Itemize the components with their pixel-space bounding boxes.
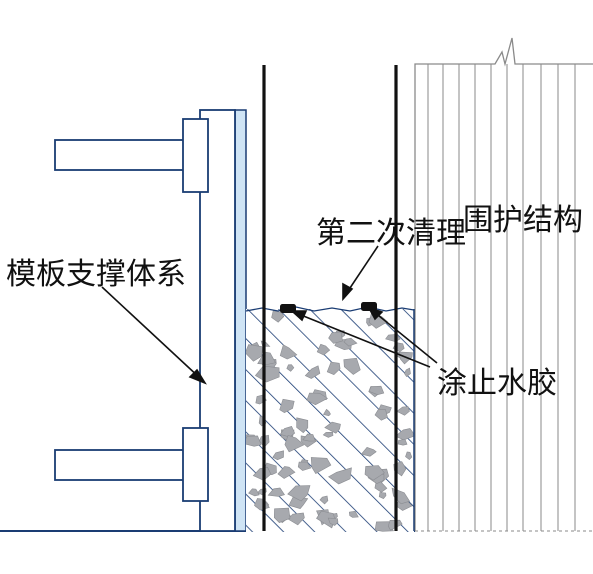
arrow-second-clean [345, 245, 379, 295]
aggregate-stone [287, 485, 311, 502]
retaining-wall-lines [427, 64, 576, 531]
aggregate-stone [343, 337, 358, 347]
aggregate-stone [360, 446, 377, 457]
aggregate-stone [323, 408, 331, 417]
aggregate-stone [271, 310, 285, 323]
aggregate-stone [273, 507, 291, 524]
aggregate-stone [397, 438, 408, 446]
aggregate-stone [284, 435, 305, 453]
aggregate-stone [374, 408, 388, 421]
arrow-glue-left [295, 312, 431, 368]
aggregate-stone [279, 344, 298, 360]
concrete-top-surface [245, 306, 415, 312]
aggregate-stone [319, 495, 329, 505]
aggregate-stone [267, 487, 285, 497]
aggregate-stone [246, 435, 262, 447]
aggregate-stone [324, 421, 341, 434]
aggregate-stone [302, 433, 316, 442]
formwork-waterproof-layer [234, 109, 247, 532]
aggregate-stone [343, 357, 361, 375]
aggregate-stone [322, 431, 334, 438]
aggregate-stone [328, 331, 343, 344]
aggregate-stone [316, 343, 331, 356]
aggregate-stone [394, 428, 414, 441]
aggregate-stone [306, 392, 329, 406]
aggregate-stone [405, 451, 413, 461]
aggregate-stone [404, 367, 411, 378]
leader-arrows [101, 245, 438, 385]
concrete-body [245, 306, 415, 532]
support-strut-top [54, 139, 191, 171]
concrete-aggregate [246, 310, 414, 532]
aggregate-stone [296, 417, 309, 434]
aggregate-stone [310, 457, 332, 475]
aggregate-stone [286, 364, 295, 372]
label-formwork-support: 模板支撑体系 [6, 257, 186, 292]
arrow-formwork [101, 286, 202, 380]
aggregate-stone [396, 406, 410, 416]
formwork-support-system [54, 109, 247, 532]
aggregate-stone [364, 465, 385, 481]
aggregate-stone [378, 492, 387, 499]
label-waterstop-glue: 涂止水胶 [437, 366, 557, 401]
aggregate-stone [328, 467, 352, 485]
aggregate-stone [304, 365, 321, 379]
aggregate-stone [348, 510, 359, 518]
support-plate-top [182, 118, 209, 193]
aggregate-stone [287, 512, 305, 526]
label-second-clean: 第二次清理 [316, 216, 466, 251]
arrow-glue-right [372, 310, 438, 364]
support-plate-bottom [182, 427, 209, 502]
aggregate-stone [254, 365, 280, 383]
aggregate-stone [277, 466, 296, 479]
aggregate-stone [327, 517, 339, 526]
label-retaining-structure: 围护结构 [463, 203, 583, 238]
retaining-structure [414, 37, 593, 532]
aggregate-stone [272, 450, 284, 461]
aggregate-stone [326, 361, 341, 376]
aggregate-stone [248, 488, 260, 497]
aggregate-stone [279, 398, 295, 414]
support-strut-bottom [54, 449, 191, 481]
aggregate-stone [257, 351, 276, 365]
aggregate-stone [297, 461, 312, 471]
aggregate-stone [368, 385, 385, 396]
